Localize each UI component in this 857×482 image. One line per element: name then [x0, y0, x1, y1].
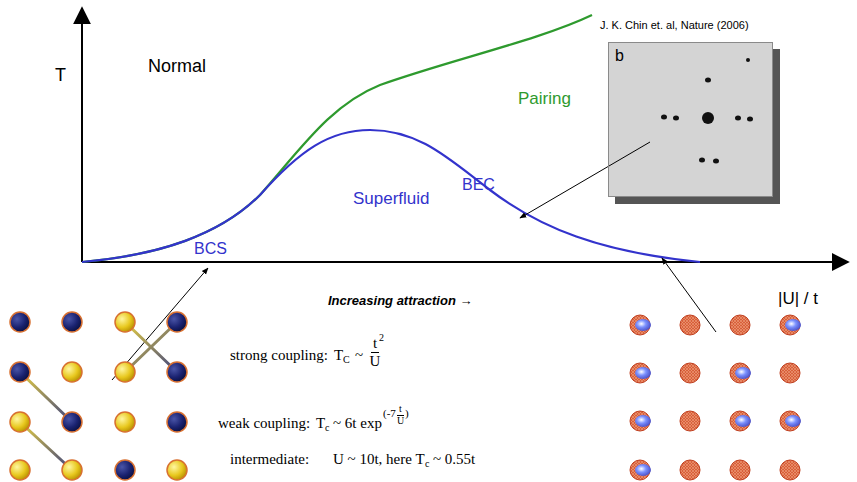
regime-label: BCS: [194, 241, 227, 257]
formula-text: ~ 0.55t: [433, 452, 475, 467]
regime-label: BEC: [462, 177, 495, 193]
fraction-numerator: t: [397, 404, 404, 416]
pairing-curve: [82, 15, 592, 262]
molecule: [735, 415, 751, 427]
formula-text: T: [334, 348, 343, 363]
formula-text: strong coupling:: [230, 348, 328, 363]
lattice-site: [680, 411, 700, 431]
molecule: [635, 464, 651, 476]
pair-bonds: [20, 322, 177, 470]
fermion-atom: [10, 460, 30, 480]
formula-text: T: [316, 416, 325, 431]
axis-label: T: [55, 66, 66, 84]
fraction-denominator: U: [370, 354, 381, 369]
lattice-site: [680, 460, 700, 480]
formula-superscript: 2: [379, 333, 384, 343]
fermion-atom: [62, 362, 82, 382]
lattice-site: [630, 411, 650, 431]
pair-bond: [125, 322, 177, 372]
leader-arrow: [520, 142, 650, 218]
lattice-site: [780, 411, 800, 431]
molecule: [785, 415, 801, 427]
lattice-site: [780, 460, 800, 480]
molecule: [635, 319, 651, 331]
formula-subscript: C: [343, 355, 350, 365]
pair-bond: [19, 322, 22, 470]
formula-text: ~ 6t exp: [333, 416, 382, 431]
citation: J. K. Chin et. al, Nature (2006): [600, 20, 749, 31]
fermion-atom: [10, 412, 30, 432]
fermion-atom: [115, 460, 135, 480]
axis-caption: Increasing attraction →: [328, 294, 472, 307]
lattice-site: [780, 363, 800, 383]
bec-lattice: [630, 315, 801, 480]
lattice-site: [630, 460, 650, 480]
bcs-lattice: [10, 312, 187, 480]
lattice-site: [630, 363, 650, 383]
phase-label: Superfluid: [353, 190, 430, 207]
lattice-site: [630, 315, 650, 335]
fermion-atom: [167, 362, 187, 382]
formula-exponent: (-7: [383, 408, 396, 419]
fermion-atom: [10, 362, 30, 382]
fermion-atom: [10, 312, 30, 332]
y-axis: [81, 8, 83, 262]
lattice-site: [730, 411, 750, 431]
inset-image: [608, 42, 773, 197]
fermion-atom: [167, 412, 187, 432]
formula-text: ~: [355, 348, 363, 363]
pair-bond: [20, 372, 72, 422]
formula-subscript: c: [325, 423, 329, 433]
formula-text: intermediate:: [230, 452, 309, 467]
fermion-atom: [167, 312, 187, 332]
lattice-site: [780, 315, 800, 335]
panel-letter: b: [609, 43, 630, 69]
axis-label: |U| / t: [778, 290, 818, 307]
fermion-atom: [115, 362, 135, 382]
lattice-site: [730, 460, 750, 480]
fermion-atom: [62, 312, 82, 332]
molecule: [635, 367, 651, 379]
fermion-atom: [115, 412, 135, 432]
formula-text: U ~ 10t, here T: [333, 452, 425, 467]
fermion-atom: [115, 312, 135, 332]
diffraction-spots: [661, 58, 753, 164]
formula-exponent: ): [405, 408, 409, 419]
fraction-numerator: t: [371, 336, 379, 353]
lattice-site: [680, 363, 700, 383]
inset-image-panel: b: [608, 42, 773, 197]
fermion-atom: [167, 460, 187, 480]
lattice-site: [730, 315, 750, 335]
fermion-atom: [62, 412, 82, 432]
molecule: [785, 319, 801, 331]
pair-bond: [125, 322, 177, 372]
molecule: [635, 415, 651, 427]
phase-label: Normal: [148, 57, 206, 75]
phase-label: Pairing: [518, 90, 571, 107]
molecule: [735, 367, 751, 379]
formula-subscript: c: [425, 459, 429, 469]
x-axis: [82, 261, 848, 263]
fraction-denominator: U: [397, 416, 404, 426]
fermion-atom: [62, 460, 82, 480]
formula-text: weak coupling:: [218, 416, 310, 431]
lattice-site: [730, 363, 750, 383]
lattice-site: [680, 315, 700, 335]
